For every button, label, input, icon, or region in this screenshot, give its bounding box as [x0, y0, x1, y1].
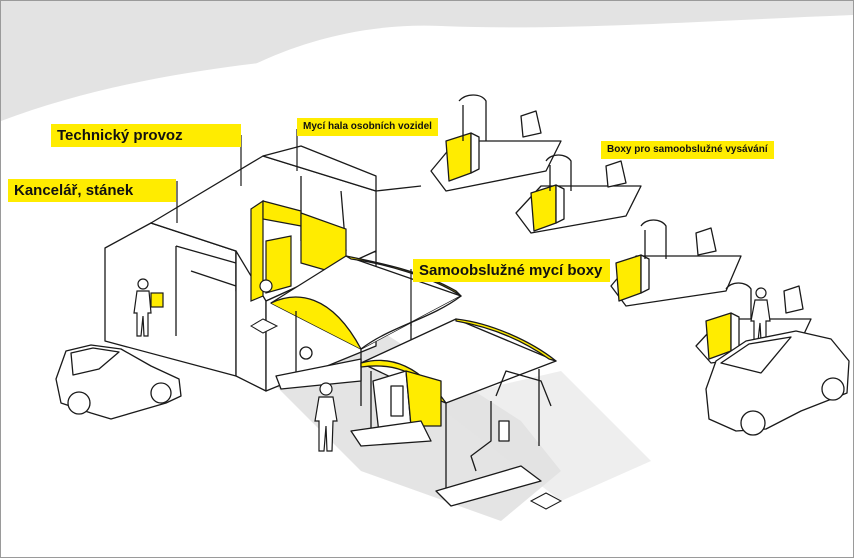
car-icon-2 [705, 330, 850, 436]
car-icon [55, 344, 182, 420]
label-boxy-vysavani: Boxy pro samoobslužné vysávání [601, 141, 774, 159]
label-technicky-provoz: Technický provoz [51, 124, 241, 147]
person-icon [133, 278, 771, 452]
canopy-icon-2 [350, 318, 557, 507]
leader-lines [176, 129, 412, 326]
label-kancelar-stanek: Kancelář, stánek [8, 179, 176, 202]
label-myci-hala: Mycí hala osobních vozidel [297, 118, 438, 136]
label-samoobsluzne-myci-boxy: Samoobslužné mycí boxy [413, 259, 611, 282]
drain [250, 318, 279, 334]
drain [529, 492, 563, 510]
wash-portal [250, 199, 347, 302]
